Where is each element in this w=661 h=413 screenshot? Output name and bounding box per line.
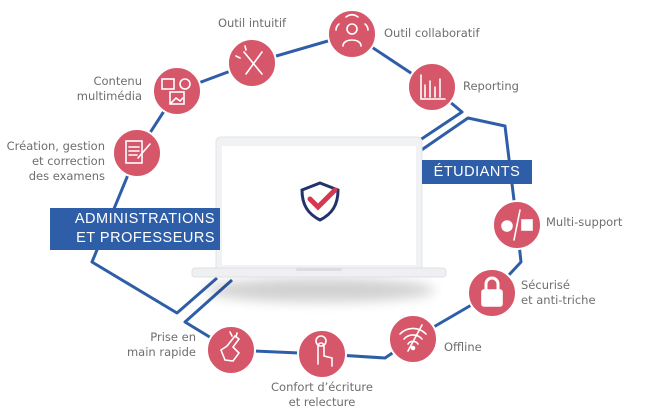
multimedia-icon — [152, 66, 202, 116]
label-line: Contenu — [93, 74, 142, 88]
feature-label-quick-start: Prise en main rapide — [127, 330, 196, 360]
label-line: des examens — [28, 169, 105, 183]
label-line: et correction — [31, 154, 105, 168]
feature-label-secure: Sécurisé et anti-triche — [521, 278, 596, 308]
label-line: multimédia — [76, 89, 142, 103]
feature-label-multisupport: Multi-support — [546, 215, 623, 229]
wifi-off-icon — [388, 314, 438, 364]
label-line: Création, gestion — [6, 139, 105, 153]
feature-label-multimedia: Contenu multimédia — [77, 74, 142, 104]
icon-glyphs — [125, 13, 533, 367]
feature-label-offline: Offline — [444, 340, 482, 354]
feature-label-intuitive: Outil intuitif — [217, 16, 287, 30]
label-line: et relecture — [288, 395, 356, 409]
laptop — [191, 136, 447, 302]
label-line: Sécurisé — [521, 278, 570, 292]
label-line: main rapide — [126, 345, 196, 359]
admin-line1: ADMINISTRATIONS — [74, 211, 215, 227]
admin-line2: ET PROFESSEURS — [76, 230, 215, 246]
label-line: Prise en — [150, 330, 196, 344]
feature-circles — [112, 9, 542, 379]
feature-label-exams: Création, gestion et correction des exam… — [7, 139, 105, 184]
feature-label-writing-comfort: Confort d’écriture et relecture — [262, 380, 382, 410]
touch-finger-icon — [297, 329, 347, 379]
feature-label-reporting: Reporting — [463, 79, 519, 93]
label-line: et anti-triche — [521, 293, 596, 307]
feature-label-collaborative: Outil collaboratif — [384, 26, 480, 40]
shield-check-icon — [300, 181, 340, 222]
bar-chart-icon — [407, 62, 457, 112]
label-line: Confort d’écriture — [271, 380, 373, 394]
admin-professors-label: ADMINISTRATIONS ET PROFESSEURS — [50, 208, 220, 250]
snap-hand-icon — [206, 325, 256, 375]
students-label: ÉTUDIANTS — [422, 160, 532, 184]
exam-edit-icon — [112, 128, 162, 178]
